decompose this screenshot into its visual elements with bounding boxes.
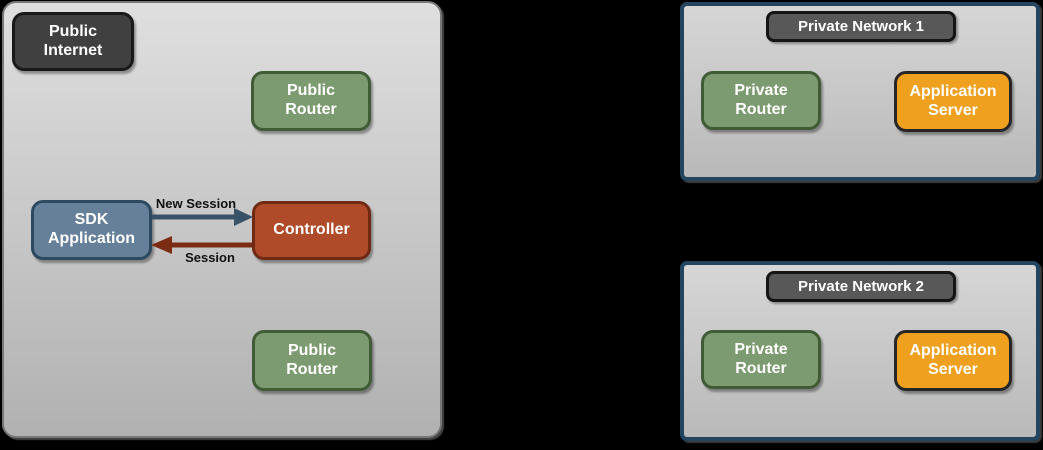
session-label: Session bbox=[185, 250, 235, 265]
node-public-router-bottom: Public Router bbox=[252, 330, 372, 391]
node-private-router-2: Private Router bbox=[701, 330, 821, 389]
session-arrows bbox=[151, 208, 253, 254]
node-controller: Controller bbox=[252, 201, 371, 260]
node-sdk-application: SDK Application bbox=[31, 200, 152, 260]
private-network-1: Private Network 1 Private Router Applica… bbox=[680, 2, 1040, 181]
session-arrowhead-icon bbox=[151, 236, 172, 254]
node-private-router-1: Private Router bbox=[701, 71, 821, 130]
private-network-2-title: Private Network 2 bbox=[766, 271, 956, 302]
new-session-arrowhead-icon bbox=[234, 208, 253, 226]
node-application-server-1: Application Server bbox=[894, 71, 1012, 132]
new-session-label: New Session bbox=[155, 196, 237, 211]
public-internet-zone: Public Internet Public Router SDK Applic… bbox=[2, 1, 442, 438]
node-application-server-2: Application Server bbox=[894, 330, 1012, 391]
node-public-internet: Public Internet bbox=[12, 12, 134, 71]
private-network-1-title: Private Network 1 bbox=[766, 11, 956, 42]
node-public-router-top: Public Router bbox=[251, 71, 371, 131]
private-network-2: Private Network 2 Private Router Applica… bbox=[680, 261, 1040, 441]
